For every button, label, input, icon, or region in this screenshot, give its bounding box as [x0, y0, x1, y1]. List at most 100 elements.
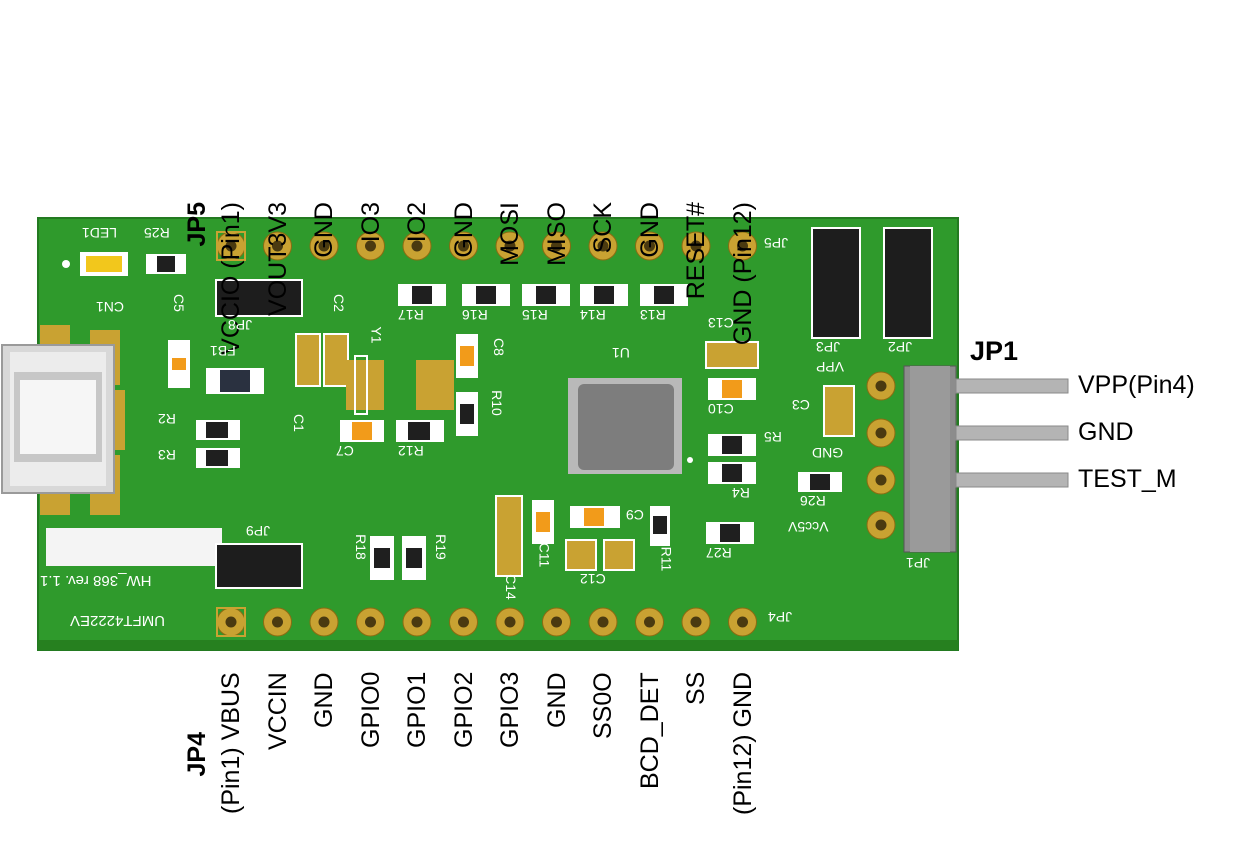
- silk-r12: R12: [398, 443, 424, 459]
- r25: [146, 254, 186, 274]
- jp4-pad-7: [495, 607, 525, 637]
- silk-c12: C12: [580, 571, 606, 587]
- silk-gnd: GND: [812, 445, 844, 461]
- silk-r25: R25: [144, 225, 170, 241]
- board-name-silk: UMFT4222EV: [70, 612, 166, 629]
- silk-vcc5v: Vcc5V: [788, 519, 829, 535]
- silk-vpp: VPP: [816, 359, 845, 375]
- r15: [522, 284, 570, 306]
- silk-cn1: CN1: [96, 299, 125, 315]
- jp5-pad-1: [216, 231, 246, 261]
- jp1-pad-3: [866, 418, 896, 448]
- silk-r4: R4: [732, 485, 750, 501]
- silk-c10: C10: [708, 401, 734, 417]
- r14: [580, 284, 628, 306]
- silk-c11: C11: [536, 542, 553, 568]
- c14: [495, 495, 523, 577]
- silk-r2: R2: [158, 411, 176, 427]
- silk-r18: R18: [352, 534, 369, 560]
- jp4-pad-12: [728, 607, 757, 637]
- silk-jp4: JP4: [768, 609, 793, 625]
- jp1-pad-1: [866, 510, 896, 540]
- jp1-pad-2: [866, 465, 896, 495]
- jp4-pad-4: [356, 607, 385, 637]
- silk-r19: R19: [432, 534, 449, 560]
- r18: [370, 536, 394, 580]
- silk-c2: C2: [330, 294, 347, 312]
- c7: [340, 420, 384, 442]
- jp4-pad-11: [681, 607, 711, 637]
- silk-c13: C13: [708, 315, 734, 331]
- jp4-pad-6: [449, 607, 478, 637]
- jp5-pad-3: [309, 231, 339, 261]
- silk-c7: C7: [336, 443, 354, 459]
- c5: [168, 340, 190, 388]
- c8: [456, 334, 478, 378]
- r13: [640, 284, 688, 306]
- jp1-header-label: JP1: [970, 336, 1019, 366]
- silk-jp5: JP5: [764, 235, 789, 251]
- silk-r3: R3: [158, 447, 176, 463]
- led1: [62, 252, 128, 276]
- jp3-jumper: [811, 227, 861, 339]
- silk-led1: LED1: [82, 225, 118, 241]
- silk-jp2: JP2: [888, 339, 913, 355]
- silk-r16: R16: [462, 307, 488, 323]
- r27: [706, 522, 754, 544]
- pin1-marker: [216, 607, 246, 637]
- jp1-pad-4: [866, 371, 896, 401]
- silk-r10: R10: [488, 390, 505, 416]
- label-sticker: [46, 528, 222, 566]
- jp5-pad-7: [495, 231, 525, 261]
- c10: [708, 378, 756, 400]
- silk-r15: R15: [522, 307, 548, 323]
- jp5-pad-5: [402, 231, 432, 261]
- jp1-pin-label: TEST_M: [1078, 465, 1177, 493]
- jp1-pin-1: [955, 378, 1069, 394]
- jp5-pad-2: [263, 231, 292, 261]
- silk-r14: R14: [580, 307, 606, 323]
- revision-silk: HW_368 rev. 1.1: [40, 572, 152, 589]
- r17: [398, 284, 446, 306]
- jp4-pad-8: [542, 607, 571, 637]
- r2: [196, 420, 240, 440]
- silk-r17: R17: [398, 307, 424, 323]
- usb-connector: [1, 325, 125, 515]
- silk-jp1: JP1: [906, 555, 931, 571]
- silk-r13: R13: [640, 307, 666, 323]
- jp5-pad-4: [356, 231, 385, 261]
- c13: [705, 341, 759, 369]
- c2: [295, 333, 349, 387]
- jp1-pin-3: [955, 472, 1069, 488]
- c12: [565, 539, 635, 571]
- jp8: [215, 279, 303, 317]
- r3: [196, 448, 240, 468]
- silk-fb1: FB1: [210, 343, 236, 359]
- silk-jp3: JP3: [816, 339, 841, 355]
- jp4-pad-10: [635, 607, 664, 637]
- silk-c14: C14: [502, 574, 519, 600]
- r16: [462, 284, 510, 306]
- jp5-pad-12: [728, 231, 757, 261]
- jp4-pad-9: [588, 607, 618, 637]
- r4: [708, 462, 756, 484]
- y1: [346, 355, 454, 415]
- r12: [396, 420, 444, 442]
- silk-c3: C3: [792, 397, 810, 413]
- silk-c8: C8: [490, 338, 507, 356]
- jp5-pad-8: [542, 231, 571, 261]
- silk-c1: C1: [290, 414, 307, 432]
- r26: [798, 472, 842, 492]
- u1-chip: [568, 378, 693, 474]
- silk-r26: R26: [800, 493, 826, 509]
- jp1-header: [903, 365, 957, 553]
- silk-c5: C5: [170, 294, 187, 312]
- fb1: [206, 368, 264, 394]
- r11: [650, 506, 670, 546]
- jp4-pad-1: [216, 607, 246, 637]
- jp9: [215, 543, 303, 589]
- c9: [570, 506, 620, 528]
- jp2-jumper: [883, 227, 933, 339]
